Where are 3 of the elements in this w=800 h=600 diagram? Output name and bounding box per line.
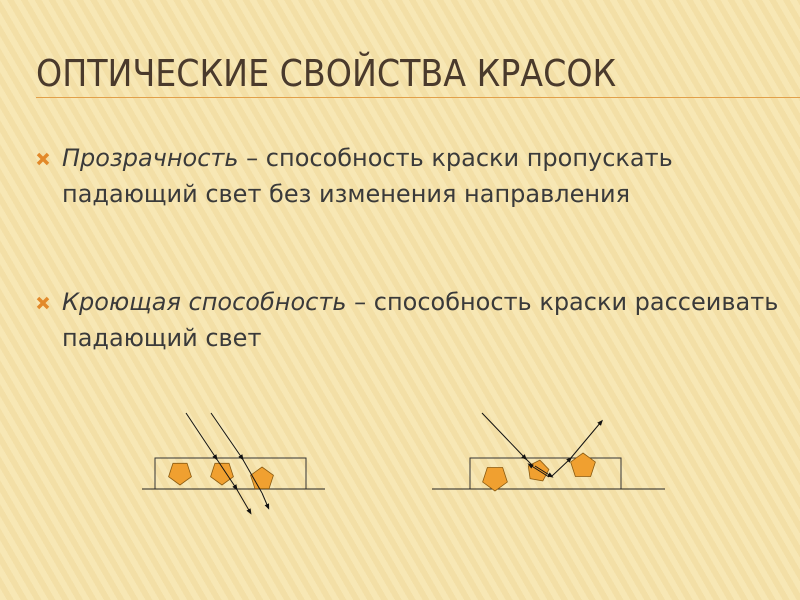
- slide-title: ОПТИЧЕСКИЕ СВОЙСТВА КРАСОК: [36, 52, 616, 95]
- bullet-text: Кроющая способность – способность краски рассеивать падающий свет: [62, 287, 780, 354]
- bullet-text: Прозрачность – способность краски пропускать падающий свет без изменения направления: [62, 143, 674, 210]
